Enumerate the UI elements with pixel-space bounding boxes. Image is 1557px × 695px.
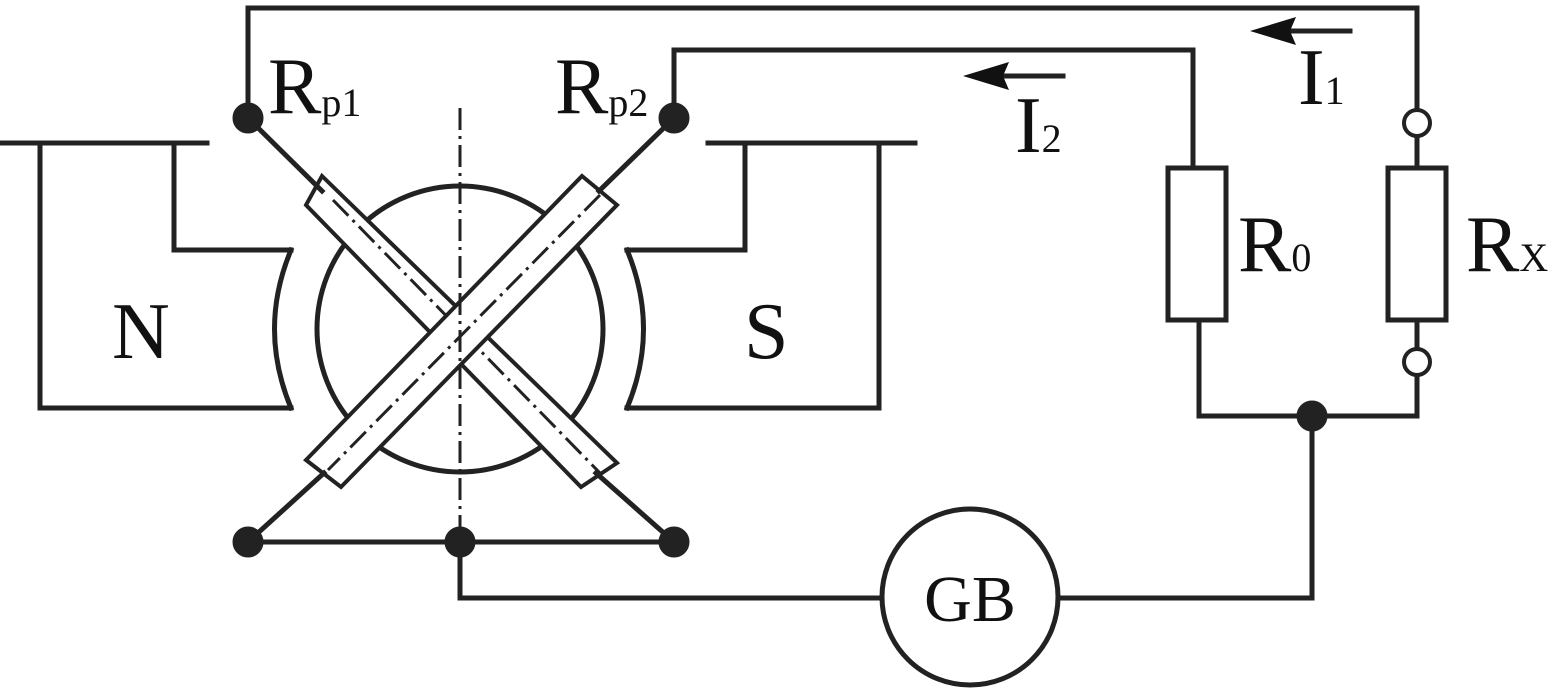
galvanometer-label: GB — [924, 563, 1016, 636]
terminal-rx-top — [1402, 108, 1432, 138]
arrow-i2 — [963, 62, 1066, 90]
magnet-north: N — [0, 140, 295, 412]
label-rx: RX — [1466, 201, 1548, 289]
terminal-rp1 — [232, 102, 264, 134]
wire-i2 — [671, 47, 1196, 171]
resistor-r0 — [1165, 165, 1229, 323]
label-i1: I1 — [1298, 34, 1345, 122]
north-pole-label: N — [112, 288, 170, 376]
terminal-bottom-center — [444, 526, 476, 558]
junction-node — [1296, 400, 1328, 432]
label-rp1: Rp1 — [268, 43, 361, 131]
resistor-rx — [1385, 165, 1449, 323]
label-r0: R0 — [1238, 201, 1311, 289]
arrow-i1 — [1250, 17, 1353, 45]
label-rp2: Rp2 — [555, 43, 648, 131]
terminal-bottom-left — [232, 526, 264, 558]
galvanometer: GB — [879, 506, 1061, 688]
terminal-bottom-right — [658, 526, 690, 558]
magnet-south: S — [623, 140, 918, 412]
terminal-rx-bottom — [1402, 347, 1432, 377]
label-i2: I2 — [1015, 82, 1062, 170]
terminal-rp2 — [658, 102, 690, 134]
south-pole-label: S — [744, 288, 789, 376]
wire-i1 — [245, 5, 1420, 126]
